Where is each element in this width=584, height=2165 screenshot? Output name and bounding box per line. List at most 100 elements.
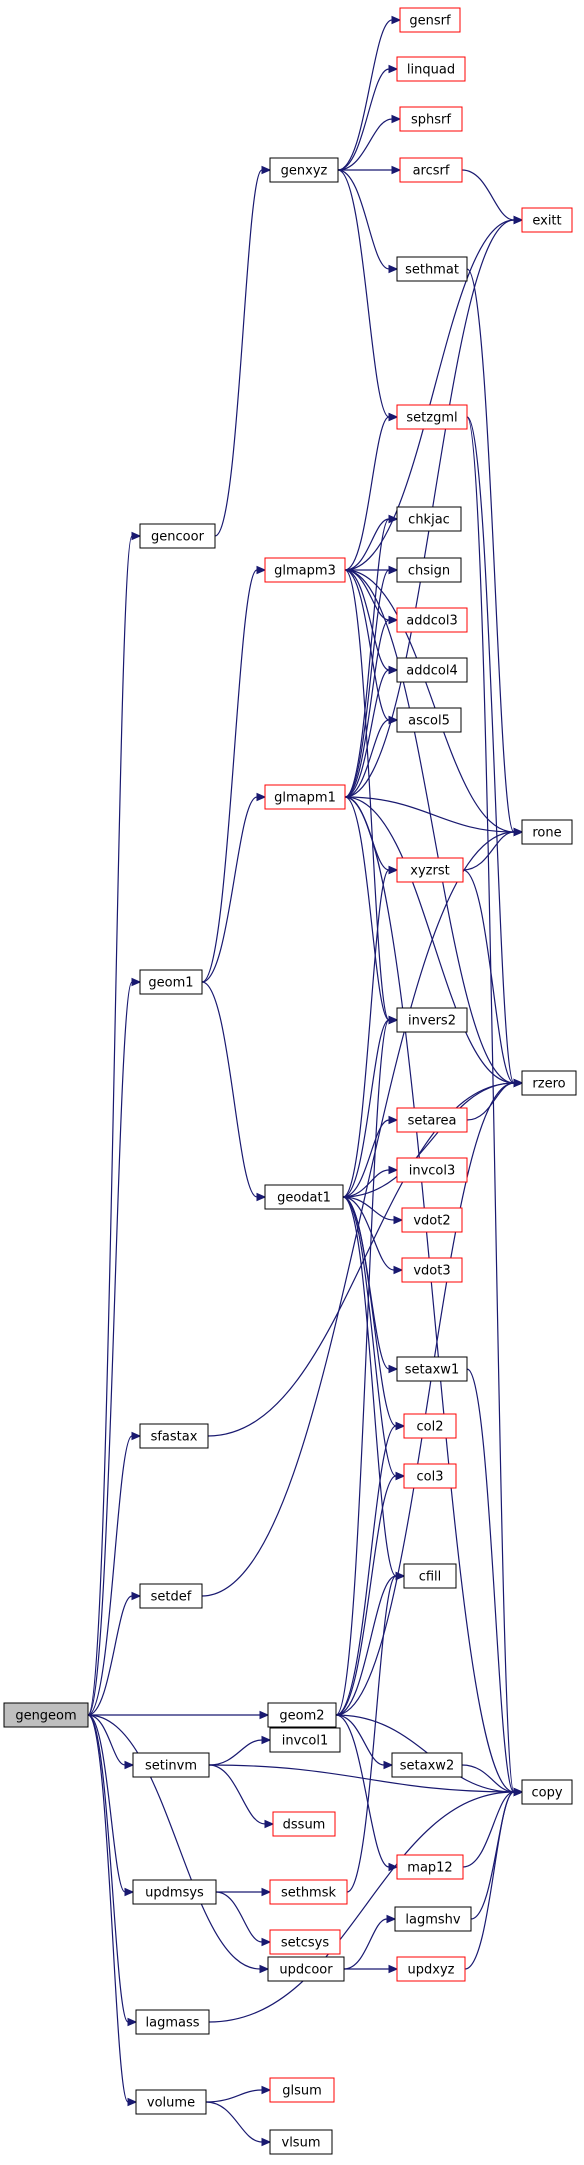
node-volume[interactable]: volume [135,2089,207,2115]
node-cfill[interactable]: cfill [403,1563,457,1589]
node-updxyz[interactable]: updxyz [396,1956,466,1982]
node-geom2[interactable]: geom2 [267,1702,337,1728]
node-addcol3[interactable]: addcol3 [396,607,468,633]
node-lagmass[interactable]: lagmass [135,2009,210,2035]
node-label-updmsys: updmsys [145,1886,204,1901]
node-setarea[interactable]: setarea [396,1107,468,1133]
node-box-col2 [403,1413,457,1439]
node-rone[interactable]: rone [521,819,573,845]
node-vdot3[interactable]: vdot3 [401,1257,463,1283]
call-edge-gengeom-updmsys [87,1714,135,1897]
node-geodat1[interactable]: geodat1 [264,1184,344,1210]
node-label-col2: col2 [417,1420,444,1435]
call-edge-geom1-glmapm1 [201,792,267,983]
node-box-gensrf [399,7,461,33]
node-glmapm1[interactable]: glmapm1 [264,784,346,810]
node-sphsrf[interactable]: sphsrf [399,106,463,132]
node-box-setaxw2 [391,1752,463,1778]
node-box-rone [521,819,573,845]
node-sfastax[interactable]: sfastax [139,1423,209,1449]
node-sethmsk[interactable]: sethmsk [269,1879,348,1905]
node-setdef[interactable]: setdef [139,1583,203,1609]
edge-layer [87,15,524,2147]
node-box-glsum [269,2077,335,2103]
node-rzero[interactable]: rzero [521,1070,577,1096]
node-copy[interactable]: copy [521,1779,573,1805]
call-edge-genxyz-sphsrf [337,114,402,171]
node-label-geodat1: geodat1 [277,1191,331,1206]
call-edge-geodat1-setarea [342,1115,399,1198]
node-setaxw2[interactable]: setaxw2 [391,1752,463,1778]
node-box-invcol1 [269,1727,341,1753]
node-box-sfastax [139,1423,209,1449]
node-label-glmapm3: glmapm3 [274,564,336,579]
node-box-genxyz [269,157,339,183]
node-map12[interactable]: map12 [396,1854,464,1880]
node-addcol4[interactable]: addcol4 [396,657,468,683]
node-glmapm3[interactable]: glmapm3 [264,557,346,583]
node-chkjac[interactable]: chkjac [396,506,462,532]
call-edge-updcoor-updxyz [344,1964,399,1974]
node-xyzrst[interactable]: xyzrst [396,857,464,883]
node-layer: gengeomgencoorgeom1sfastaxsetdefgeom2set… [3,7,577,2155]
node-setinvm[interactable]: setinvm [132,1752,210,1778]
call-edge-updxyz-copy [464,1787,524,1970]
node-box-map12 [396,1854,464,1880]
node-chsign[interactable]: chsign [396,557,462,583]
node-label-arcsrf: arcsrf [413,164,450,179]
node-invcol1[interactable]: invcol1 [269,1727,341,1753]
node-label-invers2: invers2 [408,1014,456,1029]
node-setcsys[interactable]: setcsys [269,1929,341,1955]
node-box-volume [135,2089,207,2115]
node-exitt[interactable]: exitt [521,207,573,233]
node-label-vlsum: vlsum [282,2136,321,2151]
node-setaxw1[interactable]: setaxw1 [396,1356,468,1382]
node-invers2[interactable]: invers2 [396,1007,468,1033]
call-edge-sethmsk-cfill [346,1571,406,1893]
node-col2[interactable]: col2 [403,1413,457,1439]
node-label-rzero: rzero [532,1077,565,1092]
call-edge-geom2-col3 [335,1471,406,1716]
node-box-glmapm3 [264,557,346,583]
call-edge-volume-glsum [205,2085,272,2103]
node-lagmshv[interactable]: lagmshv [394,1906,472,1932]
call-edge-gengeom-sfastax [87,1431,142,1716]
call-edge-glmapm1-chkjac [344,514,399,798]
node-box-gengeom [3,1702,89,1728]
node-linquad[interactable]: linquad [396,56,466,82]
node-setzgml[interactable]: setzgml [396,404,468,430]
node-vdot2[interactable]: vdot2 [401,1207,463,1233]
node-updmsys[interactable]: updmsys [132,1879,217,1905]
node-genxyz[interactable]: genxyz [269,157,339,183]
call-edge-glmapm3-chkjac [344,514,399,571]
node-glsum[interactable]: glsum [269,2077,335,2103]
call-edge-gengeom-updcoor [87,1714,270,1974]
node-label-updcoor: updcoor [279,1963,333,1978]
node-arcsrf[interactable]: arcsrf [399,157,463,183]
node-label-genxyz: genxyz [281,164,328,179]
node-dssum[interactable]: dssum [272,1811,336,1837]
node-box-linquad [396,56,466,82]
call-edge-geom2-setaxw2 [335,1714,394,1770]
call-edge-geom2-invers2 [335,1015,399,1716]
node-box-sphsrf [399,106,463,132]
node-gencoor[interactable]: gencoor [139,523,216,549]
node-label-setaxw1: setaxw1 [405,1363,459,1378]
node-label-sphsrf: sphsrf [411,113,451,128]
node-ascol5[interactable]: ascol5 [396,707,462,733]
node-gensrf[interactable]: gensrf [399,7,461,33]
node-invcol3[interactable]: invcol3 [396,1157,468,1183]
node-label-copy: copy [531,1786,562,1801]
call-edge-geodat1-setaxw1 [342,1196,399,1374]
call-edge-volume-vlsum [205,2101,272,2147]
node-vlsum[interactable]: vlsum [269,2129,333,2155]
node-col3[interactable]: col3 [403,1463,457,1489]
node-box-col3 [403,1463,457,1489]
node-geom1[interactable]: geom1 [139,969,203,995]
node-sethmat[interactable]: sethmat [396,256,468,282]
node-label-glmapm1: glmapm1 [274,791,336,806]
node-box-chsign [396,557,462,583]
call-edge-geom2-map12 [335,1714,399,1872]
node-updcoor[interactable]: updcoor [267,1956,345,1982]
node-label-linquad: linquad [407,63,455,78]
